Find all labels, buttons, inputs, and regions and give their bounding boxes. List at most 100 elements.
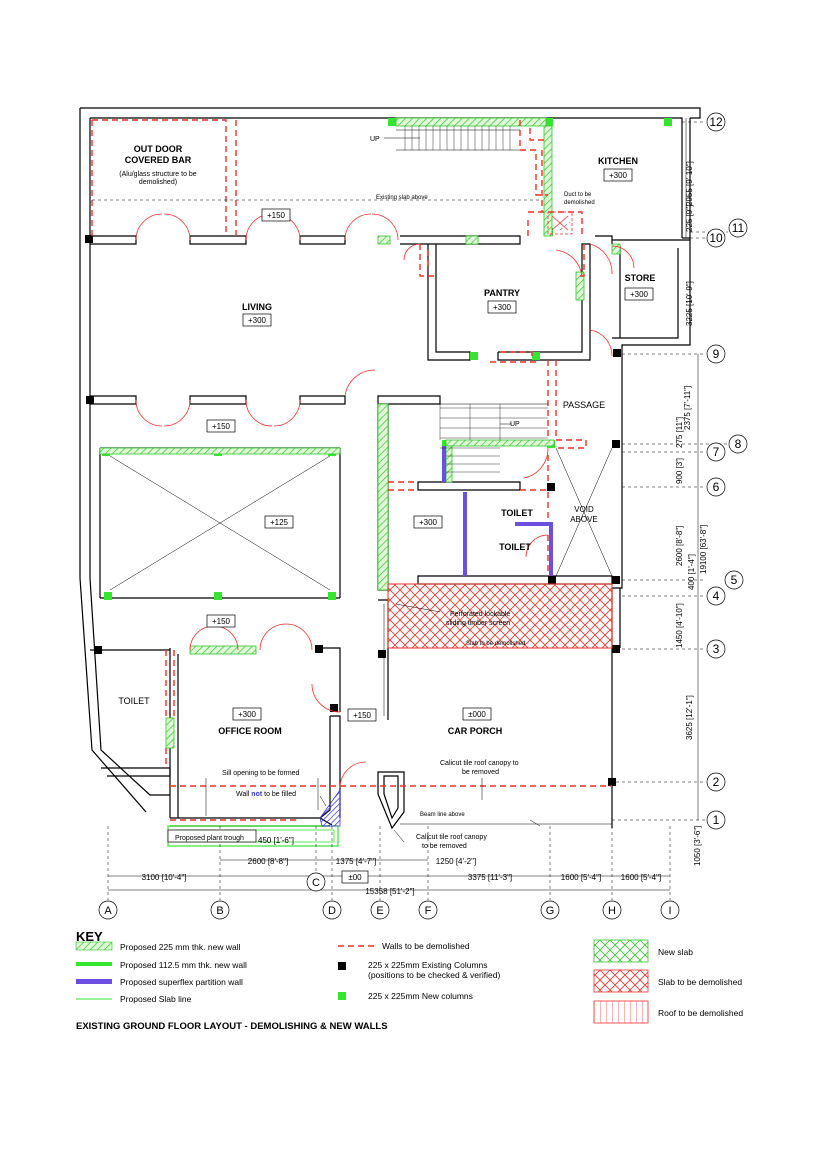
dim-2-1: 1050 [3'-6"] <box>693 826 702 866</box>
grid-label-8: 8 <box>735 437 742 451</box>
key-item-slab-demolish: Slab to be demolished <box>658 977 742 987</box>
dim-b-c: 2600 [8'-8"] <box>248 857 288 866</box>
level-below-court: +150 <box>212 617 231 626</box>
grid-label-i: I <box>668 905 671 917</box>
grid-label-10: 10 <box>709 231 723 245</box>
dim-8-7: 275 [11"] <box>675 417 684 448</box>
note-canopy-b-line1: Calicut tile roof canopy <box>416 834 487 841</box>
level-kitchen: +300 <box>609 171 628 180</box>
level-stair-hall: +300 <box>419 518 438 527</box>
room-toilet-office: TOILET <box>118 696 150 706</box>
grid-bubble-2 <box>706 772 726 792</box>
note-screen-line1: Perforated lockable <box>450 611 510 618</box>
note-sill: Sill opening to be formed <box>222 770 300 777</box>
room-pantry: PANTRY <box>484 288 520 298</box>
note-canopy-b-line2: to be removed <box>422 843 467 850</box>
grid-label-b: B <box>216 905 223 917</box>
duct-marker <box>547 211 573 235</box>
room-car-porch: CAR PORCH <box>448 726 503 736</box>
grid-lines-bottom <box>107 826 671 900</box>
level-entrance: ±00 <box>348 873 362 882</box>
note-duct-line1: Duct to be <box>564 192 592 198</box>
key-item-roof-demolish: Roof to be demolished <box>658 1008 743 1018</box>
room-office: OFFICE ROOM <box>218 726 282 736</box>
note-existing-slab: Existing slab above <box>376 195 428 201</box>
note-plant-trough: Proposed plant trough <box>175 835 244 842</box>
grid-bubble-9 <box>706 344 726 364</box>
dim-a-b: 3100 [10'-4"] <box>142 873 187 882</box>
grid-bubble-1 <box>706 810 726 830</box>
grid-circles-bottom <box>98 872 680 920</box>
level-boxes <box>167 168 654 884</box>
grid-label-c: C <box>312 877 320 889</box>
grid-lines-right <box>612 118 728 821</box>
note-beam-line: Beam line above <box>420 812 465 818</box>
dim-7-6: 900 [3'] <box>675 458 684 484</box>
grid-label-9: 9 <box>713 347 720 361</box>
key-item-new-wall-112: Proposed 112.5 mm thk. new wall <box>120 960 247 970</box>
slab-lines <box>92 199 613 825</box>
dim-overall-right: 19100 [63'-8"] <box>699 525 708 574</box>
grid-bubble-5 <box>724 570 744 590</box>
walls-to-demolish <box>91 119 612 821</box>
grid-bubble-4 <box>706 586 726 606</box>
grid-label-6: 6 <box>713 480 720 494</box>
room-passage: PASSAGE <box>563 400 605 410</box>
key-legend: KEY Proposed 225 mm thk. new wall Propos… <box>75 929 743 1024</box>
grid-bubble-11 <box>728 218 748 238</box>
grid-label-h: H <box>608 905 616 917</box>
grid-label-12: 12 <box>709 115 723 129</box>
note-wall-not-filled: Wall not to be filled <box>236 791 296 798</box>
grid-label-7: 7 <box>713 445 720 459</box>
grid-bubble-6 <box>706 477 726 497</box>
grid-label-f: F <box>425 905 432 917</box>
doors <box>135 213 635 789</box>
dim-f-g: 3375 [11'-3"] <box>468 873 512 882</box>
leader-lines <box>205 603 541 843</box>
slab-demolish-area <box>387 583 613 649</box>
key-item-new-columns: 225 x 225mm New columns <box>368 991 473 1001</box>
dim-10-9: 3225 [10'-9"] <box>685 281 694 326</box>
dim-3-2: 3625 [12'-1"] <box>685 695 694 740</box>
level-living: +300 <box>248 316 267 325</box>
grid-bubble-12 <box>706 112 726 132</box>
grid-circles-right <box>706 112 748 830</box>
grid-label-5: 5 <box>731 573 738 587</box>
level-car-porch: ±000 <box>468 710 486 719</box>
grid-label-4: 4 <box>713 589 720 603</box>
grid-label-1: 1 <box>713 813 720 827</box>
grid-label-e: E <box>376 905 383 917</box>
level-terrace-top: +150 <box>267 211 286 220</box>
dim-e-f: 1250 [4'-2"] <box>436 857 476 866</box>
level-pantry: +300 <box>493 303 512 312</box>
key-item-partition: Proposed superflex partition wall <box>120 977 243 987</box>
drawing-title: EXISTING GROUND FLOOR LAYOUT - DEMOLISHI… <box>76 1021 388 1032</box>
stair-top <box>384 126 520 151</box>
key-item-existing-columns-note: (positions to be checked & verified) <box>368 970 500 980</box>
dim-g-h: 1600 [5'-4"] <box>561 873 601 882</box>
grid-label-2: 2 <box>713 775 720 789</box>
room-outdoor-bar-line2: COVERED BAR <box>125 155 192 165</box>
grid-bubble-7 <box>706 442 726 462</box>
key-title: KEY <box>76 929 103 944</box>
dim-9-8: 2375 [7'-11"] <box>683 386 692 430</box>
void-label-line1: VOID <box>574 505 594 514</box>
dim-12-11: 2955 [9'-10"] <box>685 161 694 206</box>
key-item-walls-demolish: Walls to be demolished <box>382 941 470 951</box>
key-item-slab-line: Proposed Slab line <box>120 994 192 1004</box>
level-office: +300 <box>238 710 257 719</box>
key-item-new-wall-225: Proposed 225 mm thk. new wall <box>120 942 241 952</box>
dim-5-4: 400 [1'-4"] <box>687 554 696 590</box>
note-screen-line2: sliding timber screen <box>446 620 510 627</box>
note-up-stair: UP <box>510 421 520 428</box>
key-item-new-slab: New slab <box>658 947 693 957</box>
grid-bubble-10 <box>706 228 726 248</box>
room-toilet-upper: TOILET <box>501 508 533 518</box>
level-store: +300 <box>630 290 649 299</box>
key-item-existing-columns: 225 x 225mm Existing Columns <box>368 960 488 970</box>
outdoor-note-line1: (Alu/glass structure to be <box>119 171 197 178</box>
grid-bubble-3 <box>706 639 726 659</box>
grid-label-11: 11 <box>732 221 745 235</box>
outdoor-note-line2: demolished) <box>139 179 177 186</box>
